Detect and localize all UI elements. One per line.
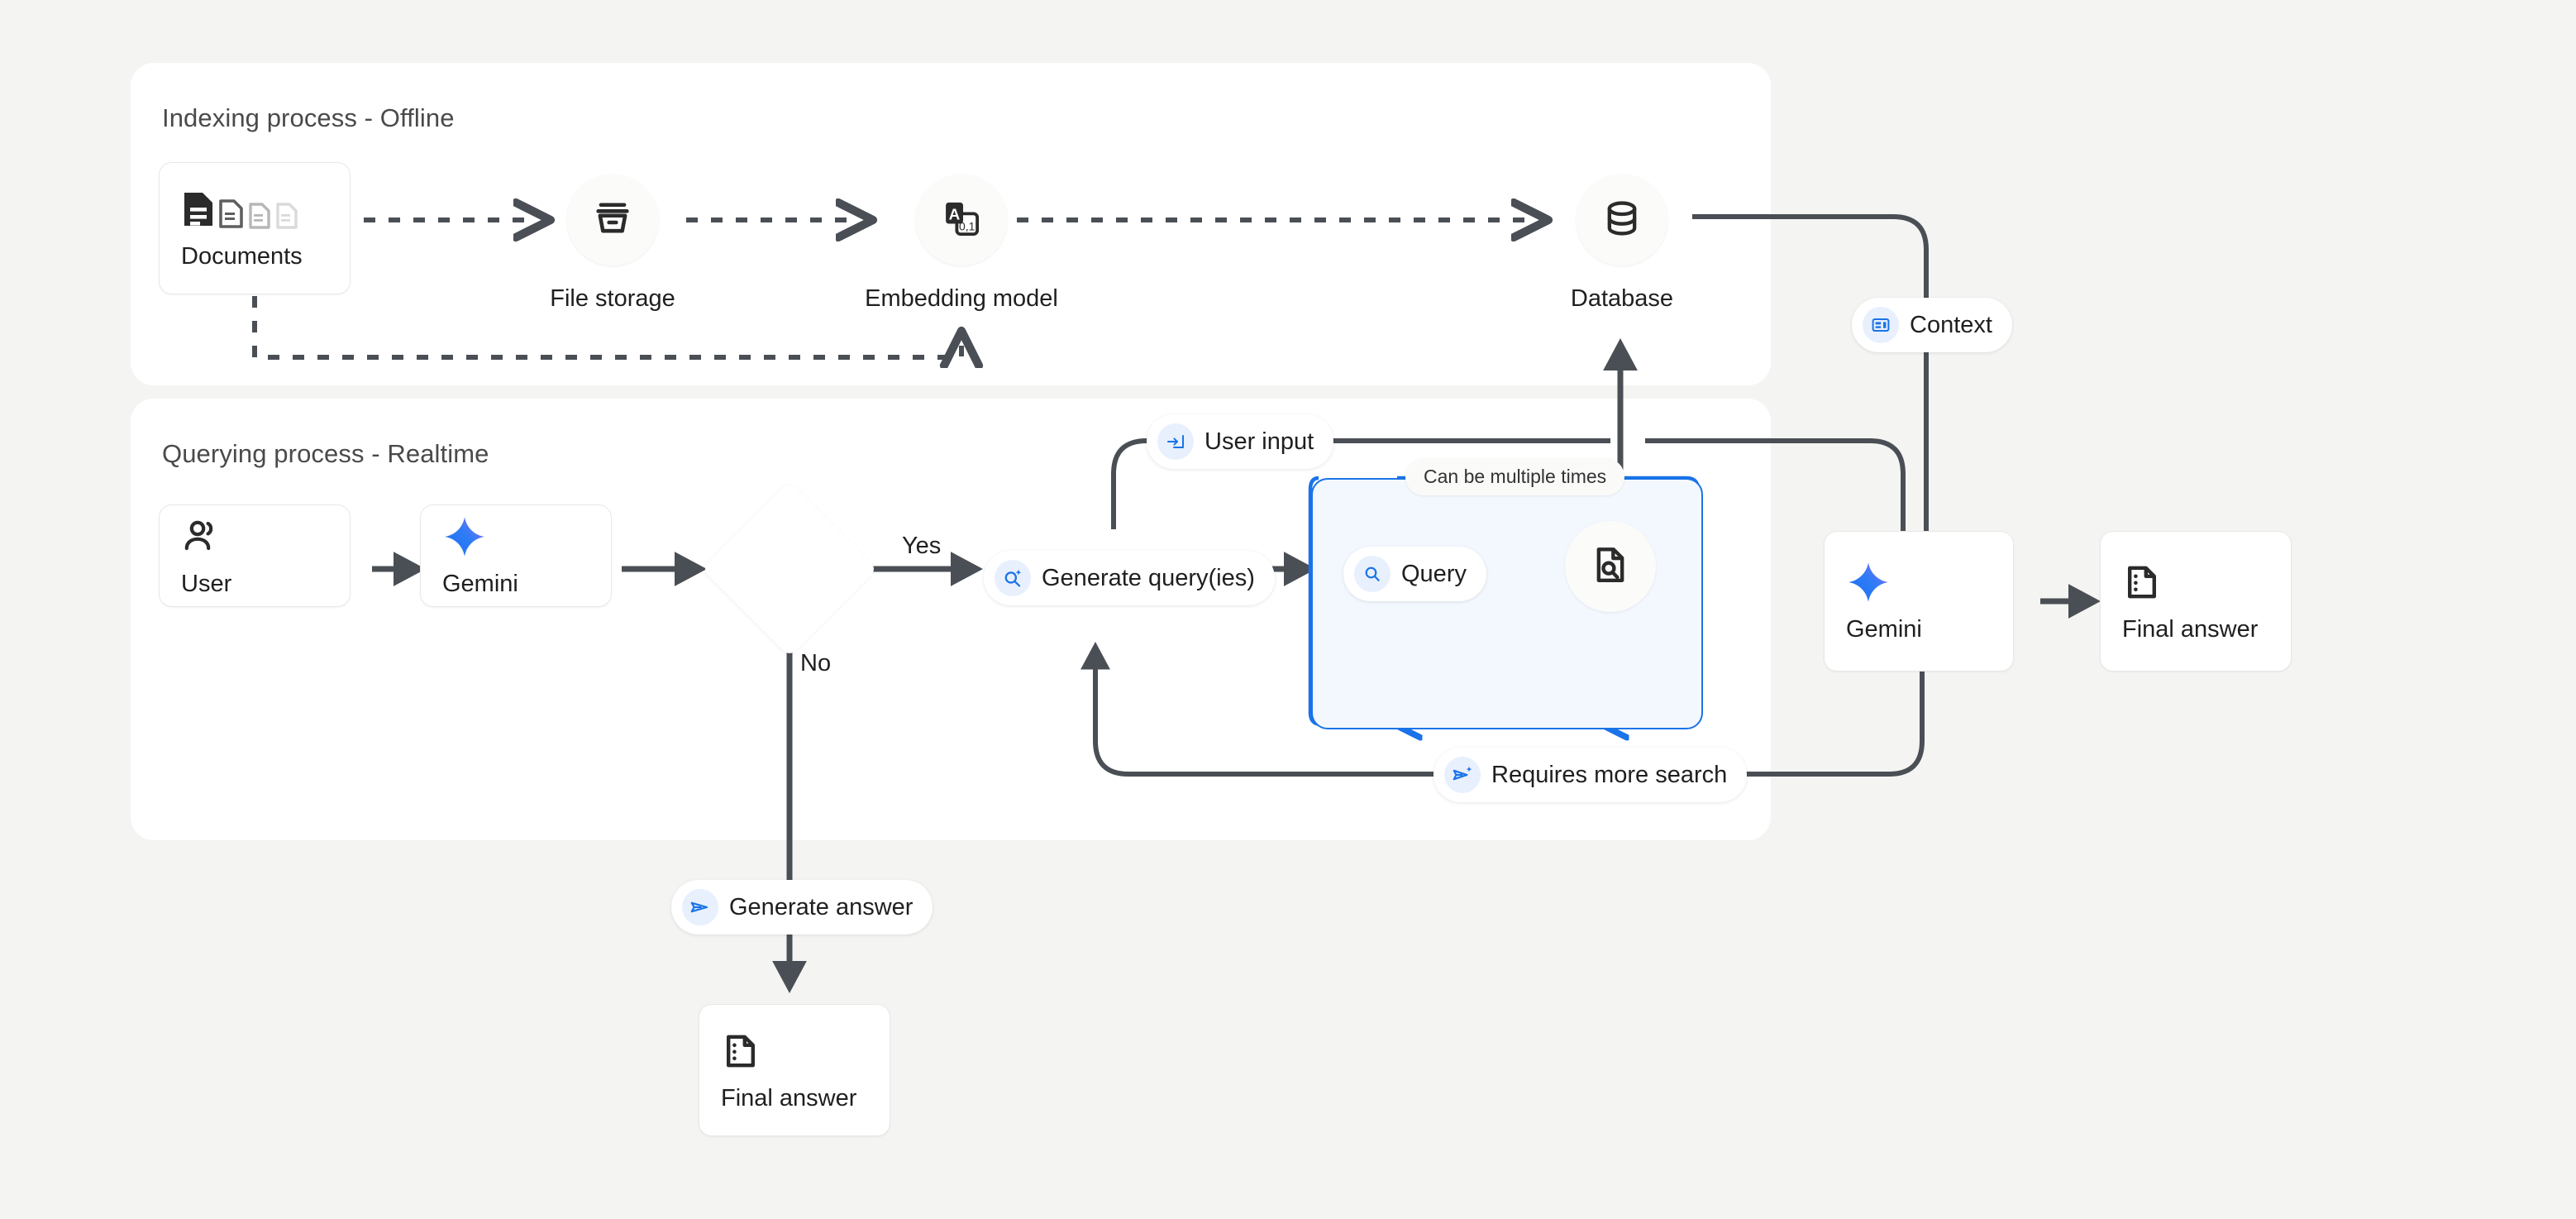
generate-queries-label: Generate query(ies) bbox=[1042, 564, 1255, 591]
svg-text:0,1: 0,1 bbox=[959, 219, 976, 232]
send-sparkle-icon bbox=[1444, 757, 1481, 793]
querying-panel-title: Querying process - Realtime bbox=[162, 439, 489, 468]
gemini-label-left: Gemini bbox=[442, 570, 518, 597]
retrieval-loop-panel bbox=[1311, 478, 1703, 729]
documents-label: Documents bbox=[181, 242, 303, 270]
archive-icon bbox=[591, 197, 634, 244]
gemini-card-left[interactable]: Gemini bbox=[420, 504, 612, 607]
input-arrow-icon bbox=[1157, 423, 1194, 460]
translate-icon: 0,1 A bbox=[939, 196, 984, 245]
query-badge[interactable]: Query bbox=[1343, 547, 1486, 601]
documents-card[interactable]: Documents bbox=[159, 162, 351, 294]
send-icon bbox=[682, 889, 718, 925]
query-label: Query bbox=[1401, 560, 1467, 587]
embedding-model-label-indexing: Embedding model bbox=[865, 285, 1058, 312]
generate-queries-badge[interactable]: Generate query(ies) bbox=[984, 551, 1275, 605]
generate-answer-badge[interactable]: Generate answer bbox=[671, 880, 933, 935]
documents-icon bbox=[181, 187, 350, 232]
user-input-badge[interactable]: User input bbox=[1147, 414, 1334, 469]
user-card[interactable]: User bbox=[159, 504, 351, 607]
user-input-label: User input bbox=[1205, 428, 1314, 455]
final-answer-card-bottom[interactable]: Final answer bbox=[699, 1004, 890, 1136]
document-bullets-icon bbox=[721, 1029, 890, 1073]
no-label: No bbox=[800, 650, 832, 676]
article-icon bbox=[1863, 307, 1899, 343]
indexing-panel-title: Indexing process - Offline bbox=[162, 103, 455, 132]
user-label: User bbox=[181, 570, 232, 597]
final-answer-card-right[interactable]: Final answer bbox=[2100, 531, 2292, 672]
gemini-sparkle-icon bbox=[442, 514, 611, 559]
yes-label: Yes bbox=[902, 533, 942, 559]
final-answer-label-right: Final answer bbox=[2122, 615, 2259, 643]
database-icon bbox=[1600, 197, 1643, 244]
document-search-icon bbox=[1590, 544, 1631, 590]
gemini-card-right[interactable]: Gemini bbox=[1824, 531, 2014, 672]
database-node[interactable] bbox=[1577, 174, 1667, 265]
embedding-model-node-indexing[interactable]: 0,1 A bbox=[916, 174, 1007, 265]
file-storage-label: File storage bbox=[550, 285, 675, 312]
embedding-model-node-query[interactable] bbox=[1565, 521, 1656, 612]
generate-answer-label: Generate answer bbox=[729, 893, 914, 920]
gemini-label-right: Gemini bbox=[1846, 615, 1922, 643]
document-bullets-icon bbox=[2122, 560, 2291, 605]
context-badge[interactable]: Context bbox=[1852, 298, 2012, 352]
database-label: Database bbox=[1570, 285, 1674, 312]
people-icon bbox=[181, 514, 350, 559]
svg-text:A: A bbox=[949, 206, 961, 223]
file-storage-node[interactable] bbox=[567, 174, 658, 265]
requires-more-search-badge[interactable]: Requires more search bbox=[1433, 748, 1748, 802]
loop-note-label: Can be multiple times bbox=[1424, 466, 1607, 487]
search-sparkle-icon bbox=[995, 560, 1031, 596]
requires-more-search-label: Requires more search bbox=[1491, 761, 1728, 788]
final-answer-label-bottom: Final answer bbox=[721, 1084, 857, 1111]
gemini-sparkle-icon bbox=[1846, 560, 2013, 605]
loop-note-badge: Can be multiple times bbox=[1405, 458, 1625, 495]
context-label: Context bbox=[1910, 311, 1992, 338]
search-icon bbox=[1354, 556, 1391, 592]
